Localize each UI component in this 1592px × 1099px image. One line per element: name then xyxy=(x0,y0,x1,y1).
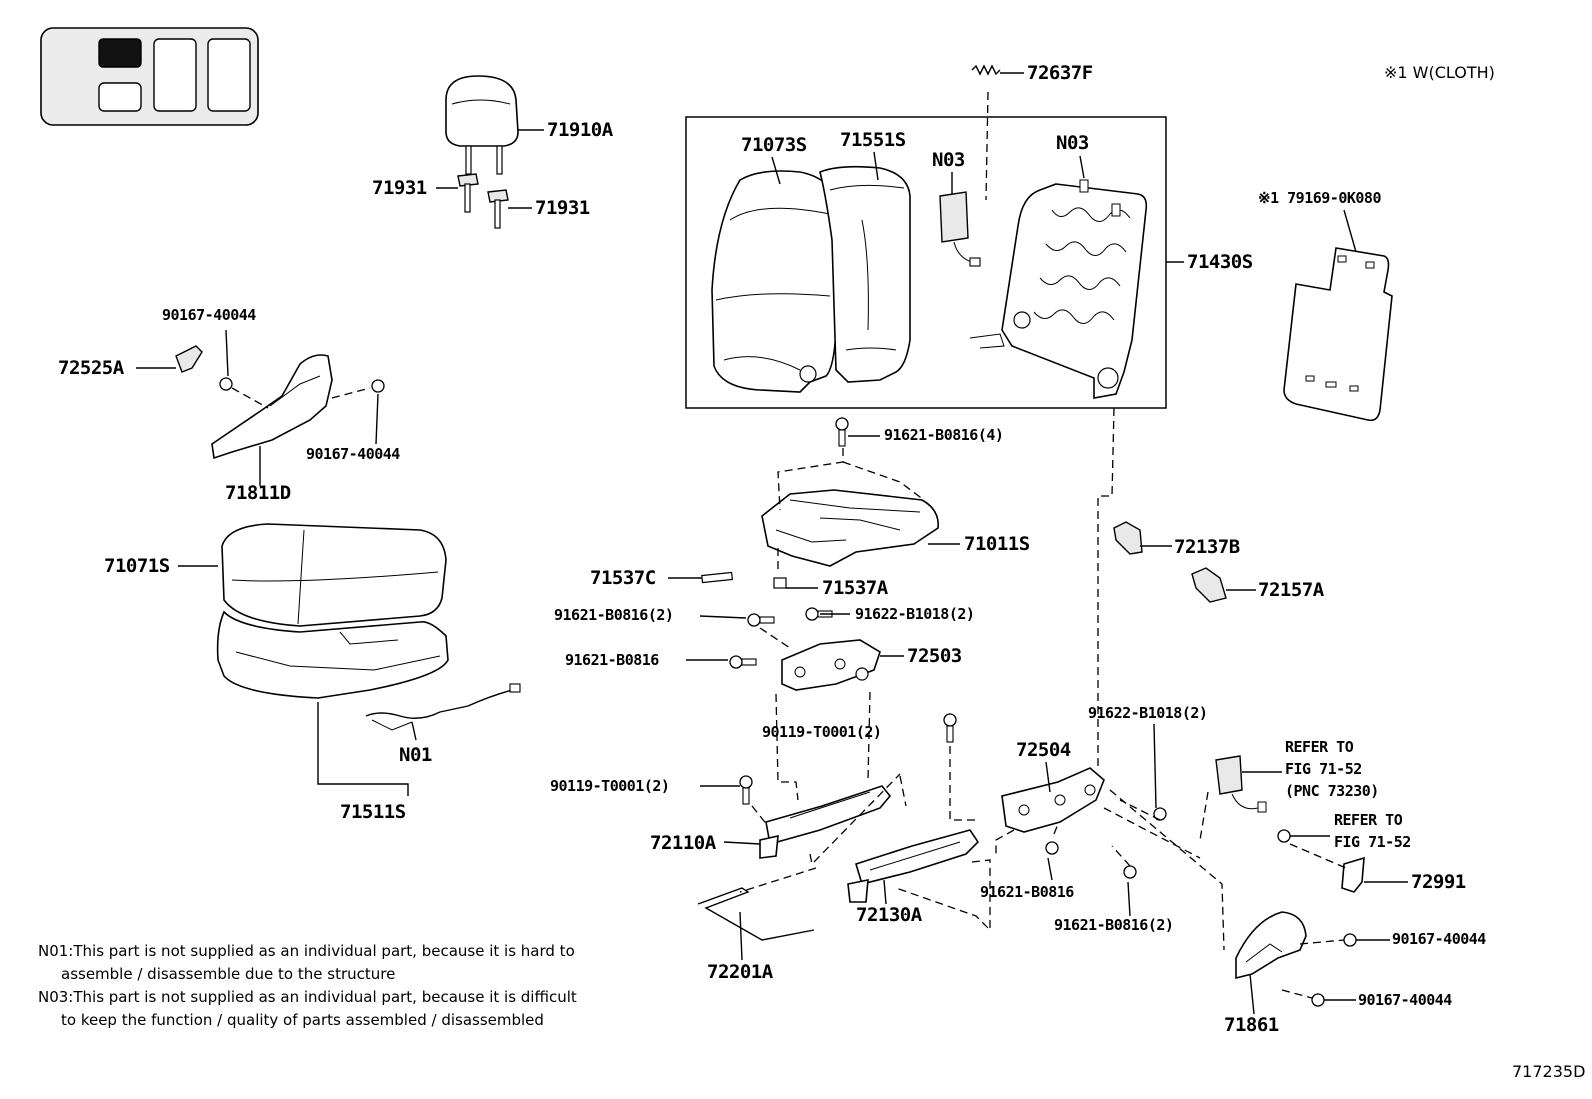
seat-cushion-pad-icon xyxy=(216,610,449,699)
headrest-guide-icon xyxy=(457,173,509,229)
seat-stick-icon xyxy=(701,571,733,584)
part-label[interactable]: 91621-B0816(4) xyxy=(884,426,1004,444)
variant-note: ※1 W(CLOTH) xyxy=(1384,63,1495,82)
side-airbag-module-icon xyxy=(939,191,981,267)
part-label[interactable]: 71537C xyxy=(590,567,656,589)
part-label[interactable]: 72525A xyxy=(58,357,124,379)
part-label[interactable]: 72137B xyxy=(1174,536,1240,558)
part-label[interactable]: 71073S xyxy=(741,134,807,156)
seatback-frame-icon xyxy=(969,179,1148,399)
part-label[interactable]: 90167-40044 xyxy=(1392,930,1486,948)
part-label[interactable]: 71931 xyxy=(372,177,427,199)
recliner-cover-outer-icon xyxy=(1191,567,1227,603)
note-n01-line1: N01:This part is not supplied as an indi… xyxy=(38,942,575,960)
assembly-dashed-lines xyxy=(231,91,1347,999)
refer-note-line: (PNC 73230) xyxy=(1285,782,1379,800)
note-n01-line2: assemble / disassemble due to the struct… xyxy=(61,965,396,983)
clip-icon xyxy=(175,345,203,373)
figure-code: 717235D xyxy=(1512,1062,1586,1081)
seat-cushion-shield-icon xyxy=(211,354,333,460)
refer-note-line: REFER TO xyxy=(1285,738,1354,756)
part-label[interactable]: 71910A xyxy=(547,119,613,141)
part-label[interactable]: 91621-B0816(2) xyxy=(1054,916,1174,934)
part-label[interactable]: 90167-40044 xyxy=(306,445,400,463)
part-label[interactable]: 72503 xyxy=(907,645,962,667)
part-label[interactable]: 71430S xyxy=(1187,251,1253,273)
seat-lifter-icon xyxy=(781,639,881,691)
bolt-icon xyxy=(219,377,385,393)
part-label[interactable]: 91621-B0816(2) xyxy=(554,606,674,624)
part-label[interactable]: 71551S xyxy=(840,129,906,151)
seat-lifter-icon xyxy=(1001,767,1105,833)
seat-cushion-cover-icon xyxy=(221,523,447,627)
part-label[interactable]: 90119-T0001(2) xyxy=(762,723,882,741)
seat-harness-icon xyxy=(365,683,521,731)
part-label[interactable]: 72201A xyxy=(707,961,773,983)
seatback-pad-icon xyxy=(819,165,911,383)
part-label[interactable]: 71511S xyxy=(340,801,406,823)
part-label[interactable]: 71931 xyxy=(535,197,590,219)
part-label[interactable]: 90119-T0001(2) xyxy=(550,777,670,795)
part-label[interactable]: 71861 xyxy=(1224,1014,1279,1036)
part-label[interactable]: 91622-B1018(2) xyxy=(855,605,975,623)
part-label[interactable]: 91621-B0816 xyxy=(565,651,659,669)
part-label[interactable]: 72130A xyxy=(856,904,922,926)
spring-icon xyxy=(971,64,1001,76)
leader-lines xyxy=(136,72,1408,1015)
headrest-icon xyxy=(445,75,519,175)
part-label[interactable]: 91621-B0816 xyxy=(980,883,1074,901)
part-label[interactable]: ※1 79169-0K080 xyxy=(1258,189,1381,207)
seat-pad-small-icon xyxy=(773,577,787,589)
part-label[interactable]: 90167-40044 xyxy=(1358,991,1452,1009)
part-label[interactable]: 71071S xyxy=(104,555,170,577)
part-label[interactable]: 72110A xyxy=(650,832,716,854)
seat-position-locator-icon xyxy=(40,27,259,126)
seat-cushion-frame-icon xyxy=(761,489,939,567)
bracket-icon xyxy=(1341,856,1365,893)
part-label[interactable]: 91622-B1018(2) xyxy=(1088,704,1208,722)
seat-track-icon xyxy=(847,829,980,903)
part-label[interactable]: 72991 xyxy=(1411,871,1466,893)
seat-wire-icon xyxy=(697,887,815,941)
part-label[interactable]: 71811D xyxy=(225,482,291,504)
seat-belt-buckle-icon xyxy=(1215,755,1267,813)
refer-note-line: REFER TO xyxy=(1334,811,1403,829)
part-label[interactable]: N03 xyxy=(932,149,965,171)
part-label[interactable]: N01 xyxy=(399,744,432,766)
seat-side-cover-icon xyxy=(1235,911,1307,980)
part-label[interactable]: 71537A xyxy=(822,577,888,599)
part-label[interactable]: 72637F xyxy=(1027,62,1093,84)
seatback-cover-icon xyxy=(711,170,837,393)
part-label[interactable]: 72157A xyxy=(1258,579,1324,601)
recliner-cover-inner-icon xyxy=(1113,521,1143,555)
part-label[interactable]: 90167-40044 xyxy=(162,306,256,324)
part-label[interactable]: N03 xyxy=(1056,132,1089,154)
part-label[interactable]: 72504 xyxy=(1016,739,1071,761)
refer-note-line: FIG 71-52 xyxy=(1285,760,1362,778)
seatback-board-icon xyxy=(1283,247,1393,422)
note-n03-line1: N03:This part is not supplied as an indi… xyxy=(38,988,577,1006)
bolt-icon xyxy=(729,417,1357,1007)
refer-note-line: FIG 71-52 xyxy=(1334,833,1411,851)
seat-track-icon xyxy=(759,785,892,859)
note-n03-line2: to keep the function / quality of parts … xyxy=(61,1011,544,1029)
part-label[interactable]: 71011S xyxy=(964,533,1030,555)
